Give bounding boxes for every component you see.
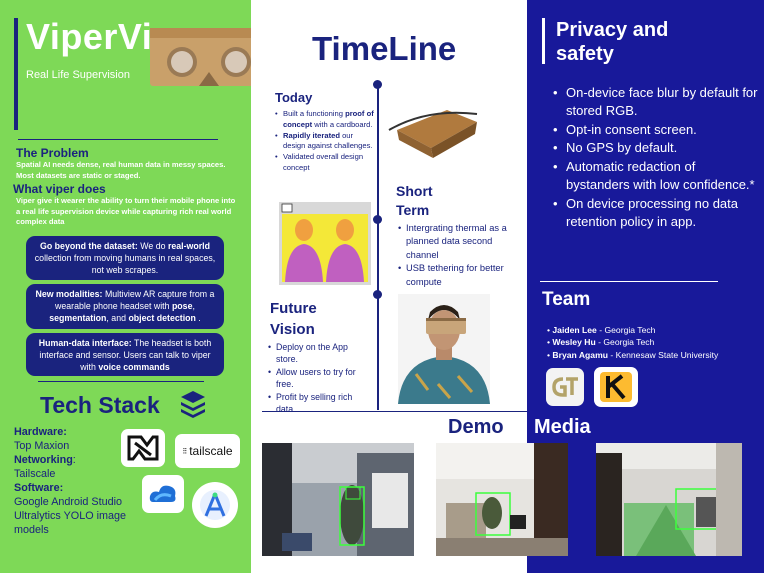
card-text: Multiview AR capture from a wearable pho… xyxy=(55,289,215,312)
team-member: Bryan Agamu - Kennesaw State University xyxy=(547,349,718,361)
list-item: Allow users to try for free. xyxy=(268,366,368,391)
list-item: On device processing no data retention p… xyxy=(553,195,758,232)
list-item: Automatic redaction of bystanders with l… xyxy=(553,158,758,195)
card-emphasis: object detection xyxy=(128,313,196,324)
software-label: Software: xyxy=(14,482,64,495)
demo-frame-1 xyxy=(262,443,414,556)
timeline-title: TimeLine xyxy=(312,30,457,67)
privacy-title: Privacy and safety xyxy=(556,19,669,65)
list-item: Deploy on the App store. xyxy=(268,341,368,366)
short-term-list: Intergrating thermal as a planned data s… xyxy=(398,222,510,289)
android-studio-icon xyxy=(192,482,238,528)
problem-text: Spatial AI needs dense, real human data … xyxy=(16,160,226,180)
future-vision-title: Future Vision xyxy=(270,300,317,338)
list-item: Validated overall design concept xyxy=(275,152,375,174)
timeline-dot xyxy=(373,80,382,89)
team-list: Jaiden Lee - Georgia Tech Wesley Hu - Ge… xyxy=(547,324,718,361)
card-heading: New modalities: xyxy=(35,289,103,299)
divider xyxy=(540,281,718,282)
card-text: collection from moving humans in real sp… xyxy=(34,253,216,276)
gt-logo-icon xyxy=(546,368,584,406)
card-text: We do xyxy=(137,241,168,251)
future-vision-list: Deploy on the App store. Allow users to … xyxy=(268,341,368,416)
hardware-value: Top Maxion xyxy=(14,440,70,453)
software-line: Google Android Studio xyxy=(14,496,123,509)
card-emphasis: voice commands xyxy=(98,362,170,373)
list-item: Built a functioning proof of concept wit… xyxy=(275,109,375,131)
networking-label: Networking xyxy=(14,454,73,467)
maxion-logo-icon xyxy=(121,429,165,467)
cloud-logo-icon xyxy=(142,475,184,513)
headset-side-image xyxy=(388,110,478,158)
team-member: Jaiden Lee - Georgia Tech xyxy=(547,324,718,336)
list-item: On-device face blur by default for store… xyxy=(553,84,758,121)
timeline-dot xyxy=(373,215,382,224)
person-wearing-headset-image xyxy=(398,294,490,404)
thermal-capture-image xyxy=(279,202,371,285)
list-item: No GPS by default. xyxy=(553,139,758,158)
list-item: Rapidly iterated our design against chal… xyxy=(275,131,375,153)
team-title: Team xyxy=(542,289,591,310)
demo-divider xyxy=(262,411,742,412)
layers-icon xyxy=(181,391,205,418)
problem-title: The Problem xyxy=(16,146,89,160)
networking-colon: : xyxy=(72,454,76,467)
tailscale-logo-icon: ⁝⁝tailscale xyxy=(175,434,240,468)
list-item: Profit by selling rich data xyxy=(268,391,368,416)
card-emphasis: segmentation xyxy=(49,313,107,324)
ksu-logo-icon xyxy=(594,367,638,407)
privacy-accent-bar xyxy=(542,18,545,64)
cardboard-headset-image xyxy=(150,28,268,86)
divider xyxy=(38,381,204,382)
list-item: Intergrating thermal as a planned data s… xyxy=(398,222,510,262)
privacy-list: On-device face blur by default for store… xyxy=(553,84,758,232)
card-text: The headset is both interface and sensor… xyxy=(39,338,212,373)
feature-card-dataset: Go beyond the dataset: We do real-world … xyxy=(26,236,224,280)
demo-title: Demo xyxy=(448,416,504,438)
list-item: Opt-in consent screen. xyxy=(553,121,758,140)
divider xyxy=(18,139,218,140)
card-text: , and xyxy=(106,313,129,324)
demo-frame-3 xyxy=(596,443,742,556)
demo-frame-2 xyxy=(436,443,568,556)
feature-card-interface: Human-data interface: The headset is bot… xyxy=(26,333,224,376)
brand-subtitle: Real Life Supervision xyxy=(26,69,130,81)
today-title: Today xyxy=(275,90,313,105)
tech-stack-details: Hardware: Top Maxion Networking: Tailsca… xyxy=(14,425,126,537)
list-item: USB tethering for better compute xyxy=(398,262,510,289)
brand-accent-bar xyxy=(14,18,18,130)
hardware-label: Hardware: xyxy=(14,426,67,438)
team-member: Wesley Hu - Georgia Tech xyxy=(547,336,718,348)
tech-stack-title: Tech Stack xyxy=(40,392,160,418)
networking-value: Tailscale xyxy=(14,468,56,481)
feature-card-modalities: New modalities: Multiview AR capture fro… xyxy=(26,284,224,329)
today-list: Built a functioning proof of concept wit… xyxy=(275,109,375,174)
media-title: Media xyxy=(534,416,591,438)
card-emphasis: real-world xyxy=(167,241,210,251)
software-line: models xyxy=(14,524,49,537)
software-line: Ultralytics YOLO image xyxy=(14,510,127,523)
card-heading: Human-data interface: xyxy=(38,338,132,348)
card-emphasis: pose xyxy=(171,301,193,312)
what-text: Viper give it wearer the ability to turn… xyxy=(16,196,236,227)
timeline-dot xyxy=(373,290,382,299)
short-term-title: Short Term xyxy=(396,183,433,218)
card-text: , xyxy=(192,301,195,312)
tailscale-logo-text: tailscale xyxy=(189,444,233,458)
card-text: . xyxy=(195,313,201,324)
what-title: What viper does xyxy=(13,182,106,196)
card-heading: Go beyond the dataset: xyxy=(40,241,138,251)
timeline-axis xyxy=(377,84,379,410)
